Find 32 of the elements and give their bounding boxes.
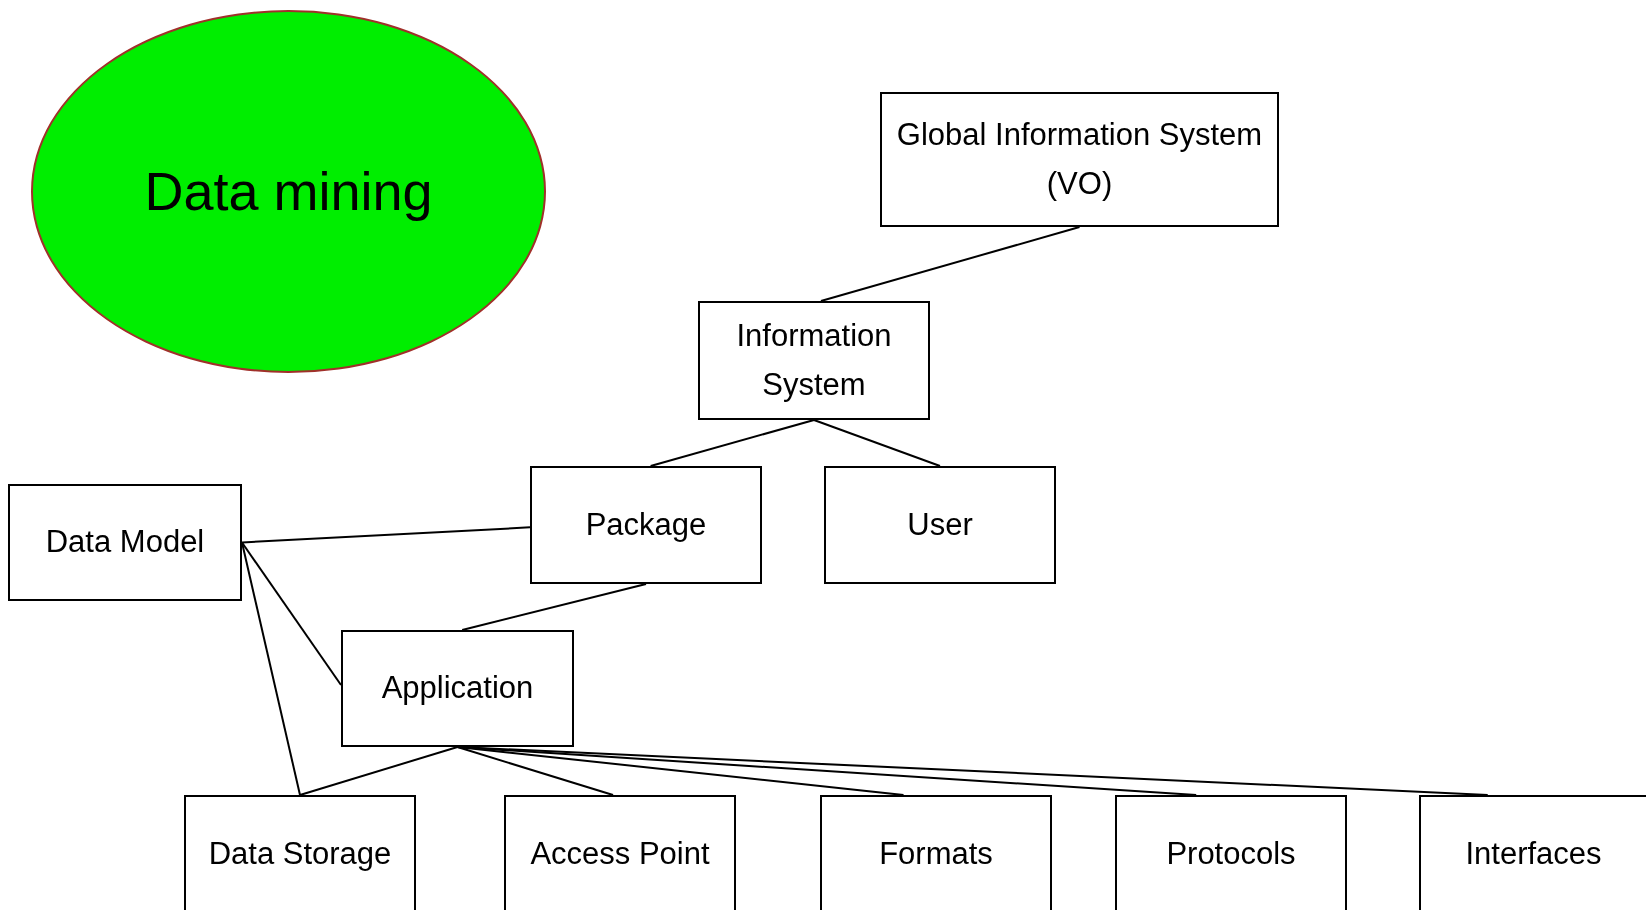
concept-box: [184, 795, 416, 910]
connector-line: [813, 419, 941, 467]
node-label: User: [907, 505, 973, 544]
concept-box: [341, 630, 574, 747]
node-label: Formats: [879, 834, 993, 873]
concept-box: [698, 301, 930, 420]
node-label: Application: [381, 669, 534, 708]
node-label: Information System: [735, 317, 893, 404]
connector-line: [649, 419, 815, 467]
concept-box: [8, 484, 242, 601]
node-label: Data Model: [45, 523, 205, 562]
node-label: Data Storage: [208, 834, 392, 873]
concept-box: [504, 795, 736, 910]
node-label: Access Point: [530, 834, 710, 873]
concept-box: [1419, 795, 1646, 910]
connector-line: [456, 746, 1489, 796]
concept-box: [880, 92, 1279, 227]
connector-line: [819, 226, 1081, 302]
node-label: Protocols: [1166, 834, 1296, 873]
connector-line: [299, 746, 459, 796]
concept-box: [820, 795, 1052, 910]
connector-line: [461, 583, 647, 631]
node-label: Interfaces: [1465, 834, 1602, 873]
connector-line: [241, 526, 531, 544]
node-label: Global Information System (VO): [895, 116, 1264, 203]
node-label: Data mining: [144, 159, 433, 223]
node-label: Package: [585, 505, 707, 544]
concept-box: [1115, 795, 1347, 910]
concept-box: [530, 466, 762, 584]
connector-line: [456, 746, 615, 796]
connector-line: [241, 541, 342, 686]
concept-box: [824, 466, 1056, 584]
